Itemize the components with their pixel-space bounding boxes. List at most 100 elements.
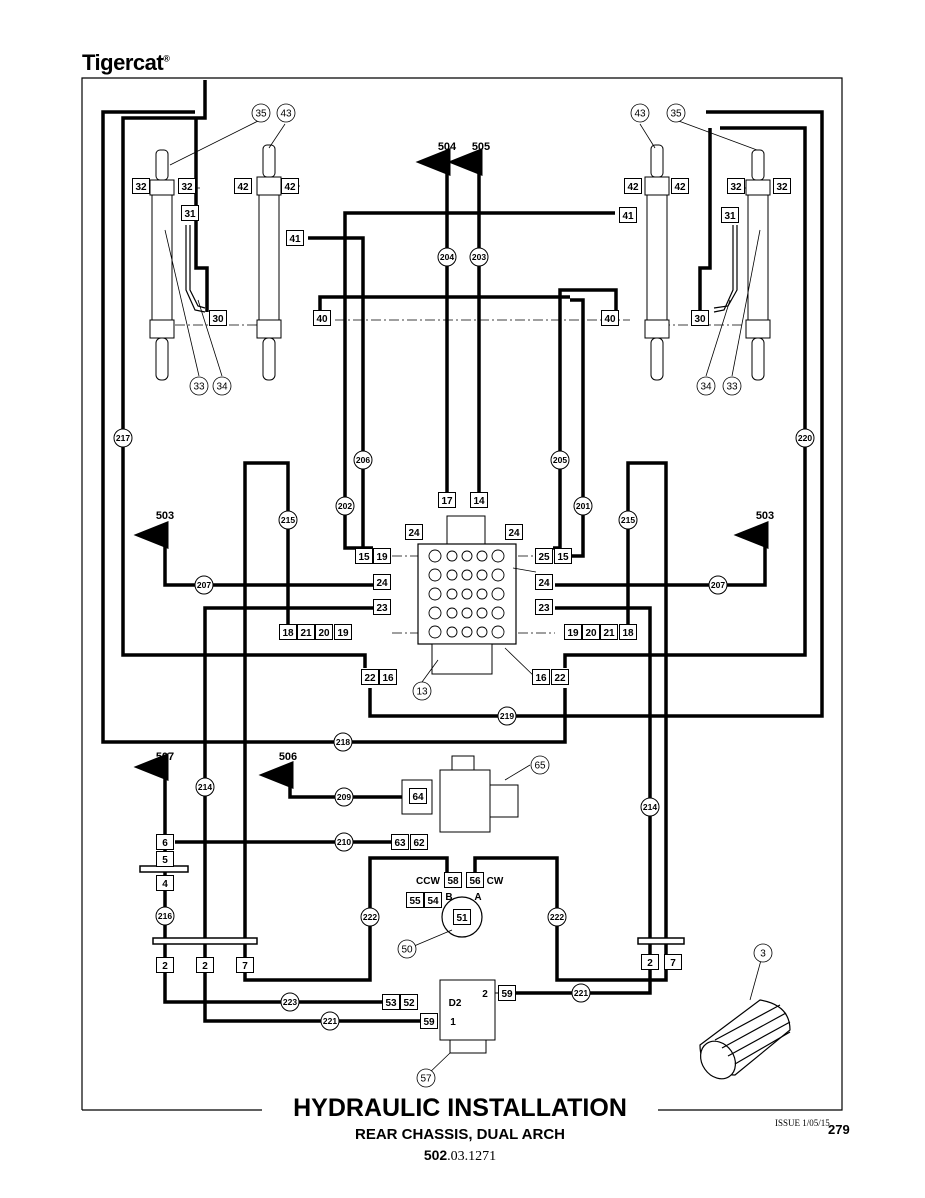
port-box-p23_l (373, 599, 391, 615)
callout-circle-c57 (416, 1068, 436, 1088)
port-box-p31_left (181, 205, 199, 221)
port-box-p54 (424, 892, 442, 908)
port-box-p42a (234, 178, 252, 194)
port-label-p24_tr: 24 (508, 528, 520, 539)
hose-label-h203: 203 (472, 252, 486, 262)
port-box-p56 (466, 872, 484, 888)
hose-circle-h201 (573, 496, 593, 516)
callout-circle-c3 (753, 943, 773, 963)
diverter-port-1-label: 1 (450, 1017, 456, 1028)
port-box-p62 (410, 834, 428, 850)
port-label-p56: 56 (469, 876, 481, 887)
port-label-p32b: 32 (181, 182, 193, 193)
port-box-p40_right (601, 310, 619, 326)
port-label-p15_r: 15 (557, 552, 569, 563)
port-label-p31_left: 31 (184, 209, 196, 220)
port-box-p15_r (554, 548, 572, 564)
callout-circle-c34_left (212, 376, 232, 396)
callout-label-c65: 65 (534, 761, 546, 772)
port-box-p21_r (600, 624, 618, 640)
port-box-p58 (444, 872, 462, 888)
brand-logo: Tigercat® (82, 50, 170, 75)
port-box-p17 (438, 492, 456, 508)
port-label-p42a: 42 (237, 182, 249, 193)
port-box-p24_tl (405, 524, 423, 540)
hose-label-h215_right: 215 (621, 515, 635, 525)
port-box-p42c (624, 178, 642, 194)
port-label-p58: 58 (447, 876, 459, 887)
port-label-p16_l: 16 (382, 673, 394, 684)
hose-label-h222_right: 222 (550, 912, 564, 922)
hose-circle-h222_right (547, 907, 567, 927)
port-label-p7_a: 7 (242, 961, 248, 972)
hose-label-h219: 219 (500, 711, 514, 721)
port-label-p23_l: 23 (376, 603, 388, 614)
callout-label-c57: 57 (420, 1074, 432, 1085)
port-label-p16_r: 16 (535, 673, 547, 684)
port-label-p22_l: 22 (364, 673, 376, 684)
motor-port-a-label: A (474, 892, 481, 903)
hose-circle-h210 (334, 832, 354, 852)
port-label-p41_left: 41 (289, 234, 301, 245)
port-label-p64: 64 (412, 792, 424, 803)
hose-circle-h214_right (640, 797, 660, 817)
port-box-p53 (382, 994, 400, 1010)
hose-circle-h220 (795, 428, 815, 448)
callout-circle-c33_right (722, 376, 742, 396)
callout-label-c43_left: 43 (280, 109, 292, 120)
motor-cw-label: CW (487, 876, 504, 887)
hose-circle-h214_left (195, 777, 215, 797)
diverter-valve (439, 979, 500, 1054)
port-box-p6 (156, 834, 174, 850)
page-subtitle: REAR CHASSIS, DUAL ARCH (354, 1126, 565, 1143)
hose-circle-h215_left (278, 510, 298, 530)
port-box-p19_l (373, 548, 391, 564)
hose-circle-h221_right (571, 983, 591, 1003)
port-box-p41_right (619, 207, 637, 223)
connection-label-c503_left: 503 (156, 510, 174, 522)
hose-label-h214_right: 214 (643, 802, 657, 812)
port-box-p51 (453, 909, 471, 925)
port-box-p32a (132, 178, 150, 194)
hose-circle-h222_left (360, 907, 380, 927)
port-label-p5: 5 (162, 855, 168, 866)
hose-label-h216: 216 (158, 911, 172, 921)
hose-label-h220: 220 (798, 433, 812, 443)
hose-circle-h207_left (194, 575, 214, 595)
port-label-p25_r: 25 (538, 552, 550, 563)
hose-label-h214_left: 214 (198, 782, 212, 792)
hose-label-h222_left: 222 (363, 912, 377, 922)
callout-circle-c13 (412, 681, 432, 701)
motor-ccw-label: CCW (416, 876, 440, 887)
port-label-p30_left: 30 (212, 314, 224, 325)
port-label-p17: 17 (441, 496, 453, 507)
port-label-p59_bot: 59 (423, 1017, 435, 1028)
hose-label-h221_bottom: 221 (323, 1016, 337, 1026)
valve-block (417, 515, 517, 675)
connection-label-c505: 505 (472, 141, 490, 153)
port-box-p25_r (535, 548, 553, 564)
hose-label-h215_left: 215 (281, 515, 295, 525)
label-circles (113, 103, 815, 1088)
connection-label-c504: 504 (438, 141, 457, 153)
hose-label-h205: 205 (553, 455, 567, 465)
hose-circle-h206 (353, 450, 373, 470)
port-label-p23_r: 23 (538, 603, 550, 614)
callout-label-c35_left: 35 (255, 109, 267, 120)
port-label-p22_r: 22 (554, 673, 566, 684)
leader-lines (164, 119, 764, 1077)
hose-label-h223: 223 (283, 997, 297, 1007)
hose-label-h210: 210 (337, 837, 351, 847)
port-label-p52: 52 (403, 998, 415, 1009)
port-label-p19_l2: 19 (337, 628, 349, 639)
hose-label-h209: 209 (337, 792, 351, 802)
port-box-p32c (727, 178, 745, 194)
callout-label-c34_right: 34 (700, 382, 712, 393)
port-label-p21_r: 21 (603, 628, 615, 639)
port-label-p51: 51 (456, 913, 468, 924)
port-box-p7_a (236, 957, 254, 973)
callout-label-c43_right: 43 (634, 109, 646, 120)
port-box-p2_c (641, 954, 659, 970)
